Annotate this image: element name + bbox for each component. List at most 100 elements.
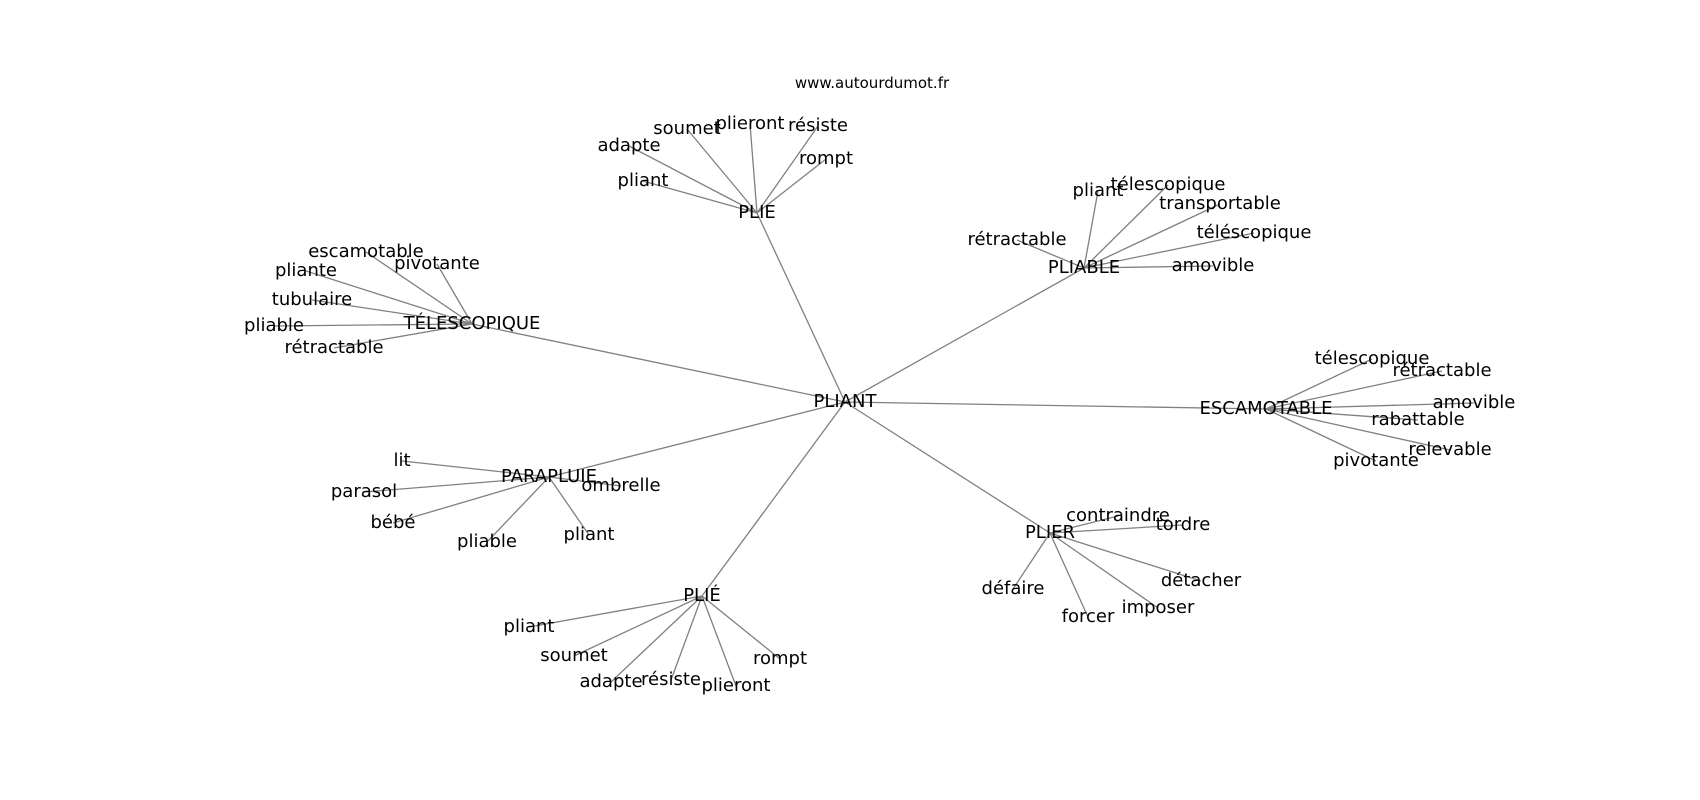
leaf-node: ombrelle: [581, 475, 660, 496]
edge-branch-leaf: [1265, 408, 1419, 421]
edge-branch-leaf: [1012, 532, 1051, 590]
edge-branch-leaf: [1083, 232, 1255, 269]
edge-branch-leaf: [1083, 184, 1169, 269]
edge-root-branch: [548, 401, 846, 478]
leaf-node: rétractable: [967, 229, 1066, 250]
leaf-node: pivotante: [394, 253, 480, 274]
edge-branch-leaf: [756, 125, 819, 214]
edge-branch-leaf: [1265, 370, 1443, 410]
edge-branch-leaf: [573, 595, 703, 657]
root-node: PLIANT: [814, 391, 878, 412]
leaf-node: tubulaire: [272, 289, 352, 310]
leaf-node: résiste: [788, 115, 848, 136]
leaf-node: forcer: [1062, 606, 1115, 627]
edge-branch-leaf: [1265, 358, 1373, 410]
edge-branch-leaf: [1265, 402, 1475, 410]
graph-edges: [273, 123, 1475, 687]
edge-root-branch: [844, 401, 1051, 534]
edge-branch-leaf: [548, 476, 590, 536]
edge-branch-leaf: [1049, 524, 1184, 534]
edge-branch-leaf: [756, 158, 827, 214]
edge-root-branch: [701, 401, 846, 597]
branch-node: PARAPLUIE: [501, 466, 597, 487]
branch-node: PLIER: [1025, 522, 1075, 543]
branch-node: TÉLESCOPIQUE: [403, 312, 541, 334]
edge-branch-leaf: [548, 476, 622, 487]
leaf-node: contraindre: [1066, 505, 1170, 526]
edge-branch-leaf: [1049, 515, 1119, 534]
branch-node: PLIÉ: [683, 584, 721, 606]
edge-branch-leaf: [1265, 408, 1451, 451]
leaf-node: lit: [393, 450, 410, 471]
edge-branch-leaf: [610, 595, 703, 683]
edge-branch-leaf: [1083, 265, 1214, 269]
edge-branch-leaf: [628, 145, 758, 214]
edge-branch-leaf: [686, 128, 758, 214]
edge-branch-leaf: [528, 595, 703, 628]
branch-node: ESCAMOTABLE: [1199, 398, 1332, 419]
edge-branch-leaf: [701, 595, 737, 687]
edge-branch-leaf: [670, 595, 703, 681]
leaf-node: adapte: [579, 671, 642, 692]
edge-branch-leaf: [701, 595, 781, 660]
leaf-node: téléscopique: [1197, 222, 1312, 243]
leaf-node: rétractable: [284, 337, 383, 358]
leaf-node: pliant: [1073, 180, 1124, 201]
leaf-node: pliable: [244, 315, 304, 336]
leaf-node: rompt: [753, 648, 807, 669]
edge-root-branch: [471, 323, 846, 403]
leaf-node: soumet: [540, 645, 607, 666]
edge-branch-leaf: [273, 323, 473, 327]
edge-branch-leaf: [311, 299, 473, 325]
leaf-node: détacher: [1161, 570, 1242, 591]
leaf-node: imposer: [1122, 597, 1195, 618]
branch-node: PLIE: [738, 202, 776, 223]
leaf-node: pliant: [564, 524, 615, 545]
edge-branch-leaf: [1265, 408, 1377, 462]
leaf-node: rompt: [799, 148, 853, 169]
leaf-node: rétractable: [1392, 360, 1491, 381]
edge-branch-leaf: [1049, 532, 1159, 609]
edge-branch-leaf: [1049, 532, 1202, 582]
edge-branch-leaf: [305, 270, 473, 325]
leaf-node: adapte: [597, 135, 660, 156]
leaf-node: escamotable: [308, 241, 424, 262]
edge-branch-leaf: [365, 251, 473, 325]
leaf-node: résiste: [641, 669, 701, 690]
edge-root-branch: [756, 212, 846, 403]
leaf-node: amovible: [1172, 255, 1255, 276]
leaf-node: parasol: [331, 481, 397, 502]
leaf-node: transportable: [1159, 193, 1281, 214]
leaf-node: pliante: [275, 260, 337, 281]
edge-branch-leaf: [401, 460, 550, 478]
edge-branch-leaf: [436, 263, 473, 325]
edge-branch-leaf: [363, 476, 550, 493]
edge-branch-leaf: [1083, 203, 1221, 269]
edge-branch-leaf: [1083, 190, 1099, 269]
leaf-node: plieront: [716, 113, 785, 134]
edge-root-branch: [844, 267, 1085, 403]
edge-branch-leaf: [1049, 532, 1089, 618]
edge-branch-leaf: [333, 323, 473, 349]
leaf-node: relevable: [1408, 439, 1491, 460]
branch-node: PLIABLE: [1048, 257, 1120, 278]
leaf-node: pivotante: [1333, 450, 1419, 471]
leaf-node: pliant: [504, 616, 555, 637]
edge-branch-leaf: [1016, 239, 1085, 269]
source-url: www.autourdumot.fr: [795, 74, 950, 92]
edge-branch-leaf: [642, 180, 758, 214]
edge-branch-leaf: [392, 476, 550, 524]
leaf-node: défaire: [982, 578, 1045, 599]
edge-branch-leaf: [486, 476, 550, 543]
leaf-node: rabattable: [1371, 409, 1465, 430]
leaf-node: télescopique: [1111, 174, 1226, 195]
leaf-node: soumet: [653, 118, 720, 139]
leaf-node: télescopique: [1315, 348, 1430, 369]
leaf-node: pliable: [457, 531, 517, 552]
edge-root-branch: [844, 401, 1267, 410]
leaf-node: pliant: [618, 170, 669, 191]
leaf-node: amovible: [1433, 392, 1516, 413]
leaf-node: plieront: [702, 675, 771, 696]
edge-branch-leaf: [749, 123, 758, 214]
